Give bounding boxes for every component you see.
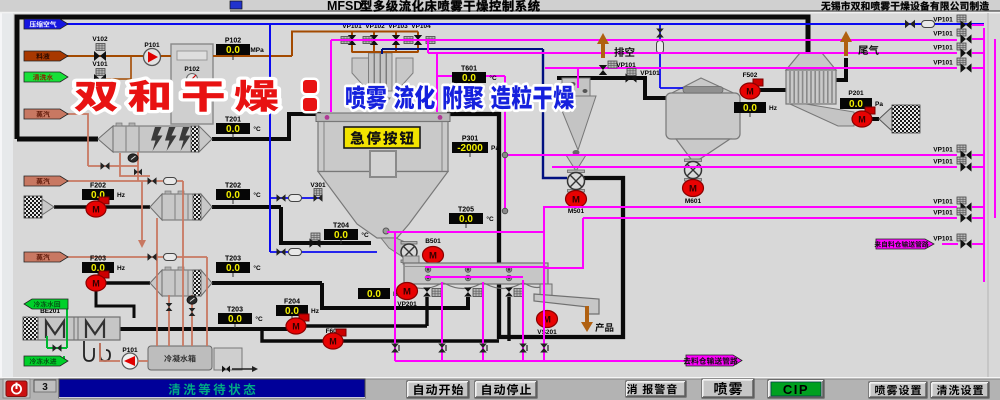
svg-text:VS201: VS201 <box>537 329 557 336</box>
svg-text:3: 3 <box>42 382 48 393</box>
svg-text:F601: F601 <box>326 328 341 335</box>
svg-text:M501: M501 <box>568 208 585 215</box>
svg-text:Hz: Hz <box>769 105 778 112</box>
svg-text:VP101: VP101 <box>933 60 953 67</box>
svg-text:P101: P101 <box>122 347 138 354</box>
svg-text:°C: °C <box>489 74 497 82</box>
svg-text:0.0: 0.0 <box>285 306 299 317</box>
svg-text:0.0: 0.0 <box>334 230 348 241</box>
svg-text:VP101: VP101 <box>933 159 953 166</box>
svg-text:M: M <box>572 195 580 206</box>
svg-text:F202: F202 <box>90 183 106 190</box>
svg-text:T201: T201 <box>225 117 241 124</box>
svg-text:M: M <box>292 322 300 332</box>
svg-text:V101: V101 <box>92 61 108 68</box>
svg-text:M: M <box>403 287 411 298</box>
svg-text:Hz: Hz <box>117 192 126 199</box>
svg-text:Pa: Pa <box>491 145 499 152</box>
svg-text:VP103: VP103 <box>388 23 408 30</box>
svg-text:VP101: VP101 <box>933 147 953 154</box>
svg-text:M: M <box>429 251 437 262</box>
svg-text:B501: B501 <box>425 238 441 245</box>
svg-text:F204: F204 <box>284 299 300 306</box>
svg-text:Hz: Hz <box>311 308 320 315</box>
svg-text:0.0: 0.0 <box>226 45 240 56</box>
svg-text:P101: P101 <box>144 42 160 49</box>
svg-text:T203: T203 <box>225 256 241 263</box>
svg-text:T202: T202 <box>225 183 241 190</box>
svg-text:M: M <box>858 115 866 125</box>
svg-text:M: M <box>543 315 551 326</box>
svg-text:°C: °C <box>253 264 261 272</box>
svg-text:M: M <box>689 184 697 195</box>
svg-text:VP201: VP201 <box>397 301 417 308</box>
svg-text:V102: V102 <box>92 36 108 43</box>
svg-text:0.0: 0.0 <box>91 263 105 274</box>
svg-text:VP101: VP101 <box>933 31 953 38</box>
svg-text:°C: °C <box>253 125 261 133</box>
svg-text:CIP: CIP <box>783 382 809 397</box>
svg-text:VP101: VP101 <box>933 45 953 52</box>
svg-text:°C: °C <box>361 231 369 239</box>
svg-text:BE201: BE201 <box>40 308 60 315</box>
svg-text:P102: P102 <box>225 38 241 45</box>
svg-text:0.0: 0.0 <box>91 190 105 201</box>
svg-text:M: M <box>92 279 100 289</box>
svg-text:°C: °C <box>255 315 263 323</box>
svg-text:P201: P201 <box>848 90 864 97</box>
svg-text:0.0: 0.0 <box>849 99 863 110</box>
svg-text:P102: P102 <box>184 66 200 73</box>
svg-text:0.0: 0.0 <box>462 73 476 84</box>
svg-text:VP101: VP101 <box>933 199 953 206</box>
svg-text:V301: V301 <box>310 182 326 189</box>
svg-text:MFSD: MFSD <box>327 0 362 13</box>
svg-text:F203: F203 <box>90 256 106 263</box>
svg-text:VP101: VP101 <box>342 23 362 30</box>
svg-text:0.0: 0.0 <box>743 103 757 114</box>
svg-text:T204: T204 <box>333 223 349 230</box>
svg-text:VP101: VP101 <box>616 62 636 69</box>
svg-text:M: M <box>92 205 100 215</box>
svg-text:Pa: Pa <box>875 101 883 108</box>
svg-text:0.0: 0.0 <box>228 314 242 325</box>
svg-text:-2000: -2000 <box>457 143 483 154</box>
svg-text:VP101: VP101 <box>933 236 953 243</box>
svg-text:0.0: 0.0 <box>226 190 240 201</box>
svg-text:F502: F502 <box>743 72 758 79</box>
svg-text:P301: P301 <box>462 136 478 143</box>
svg-text:T601: T601 <box>461 66 477 73</box>
svg-text:0.0: 0.0 <box>367 289 381 300</box>
svg-text:VP101: VP101 <box>933 17 953 24</box>
svg-text:0.0: 0.0 <box>226 124 240 135</box>
svg-text:VP104: VP104 <box>411 23 431 30</box>
svg-text:°C: °C <box>253 191 261 199</box>
svg-text:M601: M601 <box>685 198 702 205</box>
svg-text:0.0: 0.0 <box>459 214 473 225</box>
svg-text:MPa: MPa <box>250 47 264 54</box>
svg-text:M: M <box>746 87 754 97</box>
svg-text:T203: T203 <box>227 307 243 314</box>
svg-text:0.0: 0.0 <box>226 263 240 274</box>
svg-text:°C: °C <box>486 215 494 223</box>
svg-text:VP101: VP101 <box>933 210 953 217</box>
svg-text:Hz: Hz <box>117 265 126 272</box>
svg-text:VP102: VP102 <box>365 23 385 30</box>
svg-text:T205: T205 <box>458 207 474 214</box>
svg-text:VP101: VP101 <box>640 70 660 77</box>
svg-text:M: M <box>329 337 337 347</box>
